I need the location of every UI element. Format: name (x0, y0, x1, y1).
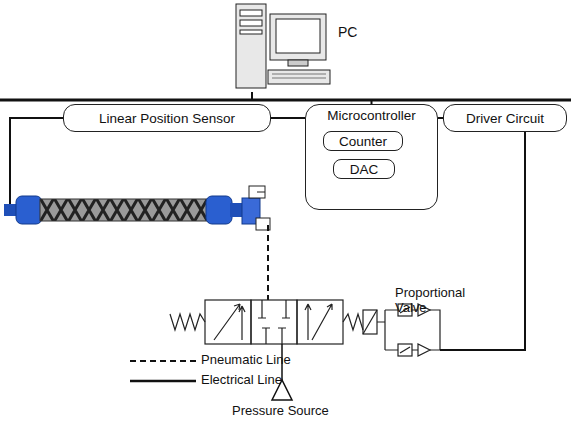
node-label: Linear Position Sensor (99, 111, 235, 126)
legend-dashed-sample (130, 360, 196, 362)
computer-node: PC (232, 0, 362, 92)
connector (271, 117, 305, 119)
source-label: Pressure Source (232, 404, 329, 419)
controller-box: MicrocontrollerCounterDAC (305, 104, 438, 210)
cylinder (4, 186, 270, 230)
process-box: Driver Circuit (443, 104, 567, 132)
process-box: Counter (323, 131, 403, 151)
node-label: DAC (350, 162, 379, 177)
node-label: Driver Circuit (466, 111, 544, 126)
legend-solid-sample (130, 380, 196, 383)
legend-text: Electrical Line (201, 373, 282, 388)
node-label: Microcontroller (327, 108, 416, 123)
process-box: DAC (333, 159, 395, 179)
process-box: Linear Position Sensor (63, 104, 271, 132)
valve-label: Proportional Valve (395, 286, 485, 316)
computer-icon (232, 0, 332, 92)
connector (252, 92, 372, 104)
legend-text: Pneumatic Line (201, 353, 291, 368)
driver-wire (440, 132, 525, 350)
pneumatic-line (267, 225, 269, 300)
node-label: Counter (339, 134, 387, 149)
node-label: PC (338, 24, 357, 40)
